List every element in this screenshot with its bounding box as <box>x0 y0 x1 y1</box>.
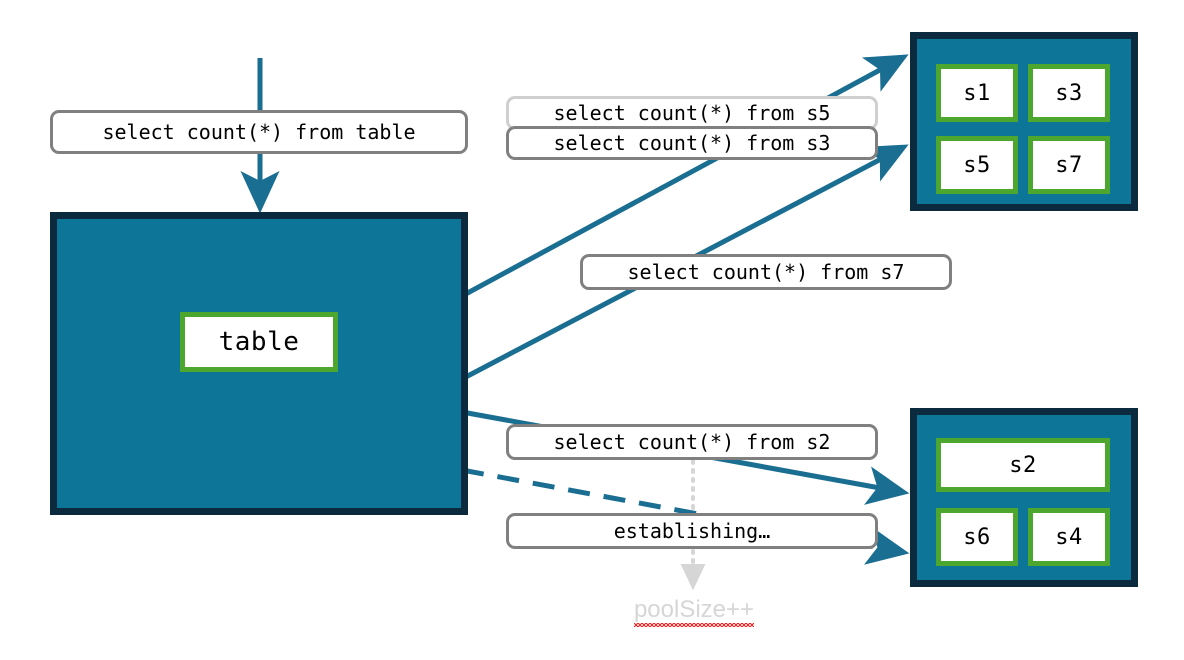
shard-node-s3-label: s3 <box>1055 80 1083 106</box>
query-label-s2: select count(*) from s2 <box>506 424 878 460</box>
shard-node-s3: s3 <box>1028 64 1110 122</box>
shard-node-s6: s6 <box>936 508 1018 566</box>
shard-node-s7-label: s7 <box>1055 152 1083 178</box>
table-node: table <box>180 312 338 372</box>
shard-node-s7: s7 <box>1028 136 1110 194</box>
query-label-s5: select count(*) from s5 <box>506 96 878 130</box>
poolsize-annotation: poolSize++ <box>596 596 792 627</box>
status-label-establishing: establishing… <box>506 513 878 549</box>
shard-node-s5-label: s5 <box>963 152 991 178</box>
shard-node-s1-label: s1 <box>963 80 991 106</box>
query-label-s5-text: select count(*) from s5 <box>553 101 831 125</box>
query-label-s3: select count(*) from s3 <box>506 126 878 160</box>
shard-node-s1: s1 <box>936 64 1018 122</box>
query-label-s7: select count(*) from s7 <box>580 254 952 290</box>
shard-node-s2: s2 <box>936 438 1110 492</box>
shard-group-b-box <box>910 408 1138 587</box>
poolsize-annotation-text: poolSize++ <box>633 596 755 627</box>
shard-node-s2-label: s2 <box>1009 452 1037 478</box>
shard-node-s4: s4 <box>1028 508 1110 566</box>
status-label-establishing-text: establishing… <box>613 519 771 543</box>
query-label-table: select count(*) from table <box>50 110 468 154</box>
query-label-s7-text: select count(*) from s7 <box>627 260 905 284</box>
query-label-table-text: select count(*) from table <box>102 120 416 144</box>
query-label-s3-text: select count(*) from s3 <box>553 131 831 155</box>
shard-node-s5: s5 <box>936 136 1018 194</box>
table-node-label: table <box>218 327 300 357</box>
shard-node-s4-label: s4 <box>1055 524 1083 550</box>
shard-node-s6-label: s6 <box>963 524 991 550</box>
query-label-s2-text: select count(*) from s2 <box>553 430 831 454</box>
